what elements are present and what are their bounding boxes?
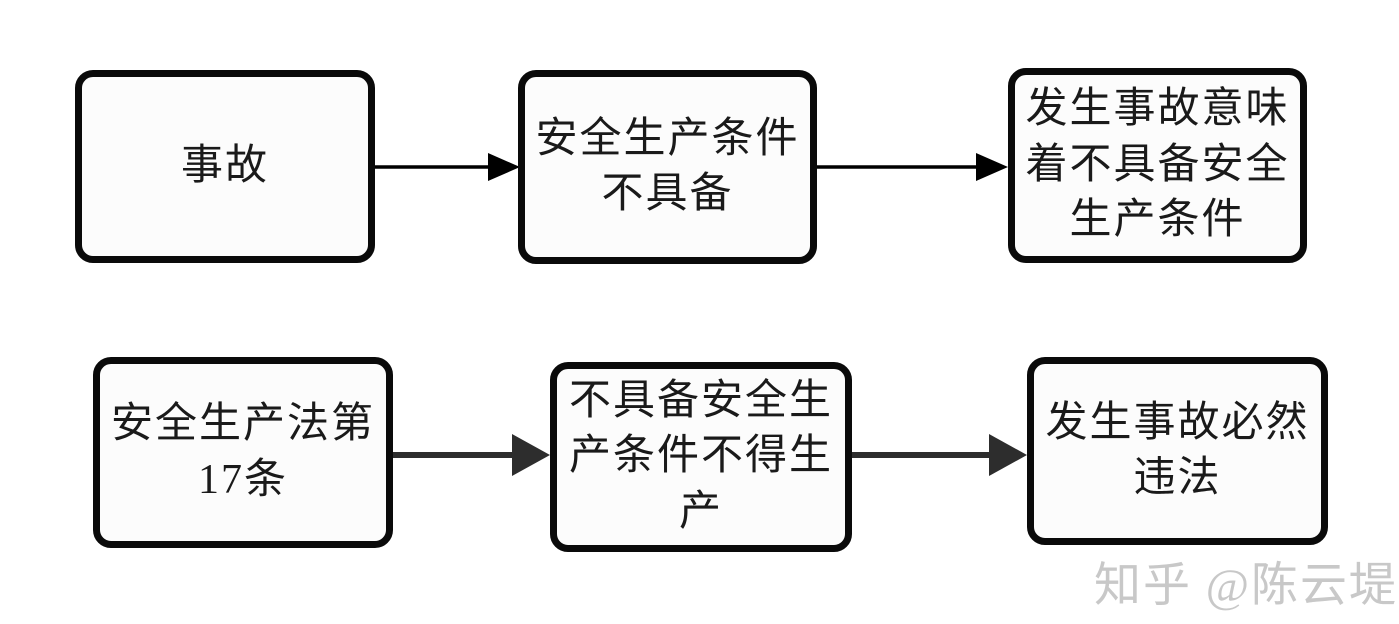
arrow-right-icon — [852, 431, 1027, 484]
flow-box-safety-conditions-lacking: 安全生产条件 不具备 — [518, 70, 817, 264]
flow-box-accident: 事故 — [75, 70, 375, 263]
arrow-right-icon — [375, 147, 520, 192]
watermark-zhihu-author: 知乎 @陈云堤 — [1094, 560, 1399, 612]
arrow-right-icon — [817, 147, 1008, 192]
flow-box-no-production-without-conditions: 不具备安全生 产条件不得生 产 — [550, 362, 852, 552]
arrow-right-icon — [393, 431, 550, 484]
flow-box-accident-necessarily-illegal: 发生事故必然 违法 — [1027, 357, 1328, 545]
flow-box-law-article-17: 安全生产法第 17条 — [93, 357, 393, 548]
flow-box-accident-implies-lacking-conditions: 发生事故意味 着不具备安全 生产条件 — [1008, 68, 1307, 263]
